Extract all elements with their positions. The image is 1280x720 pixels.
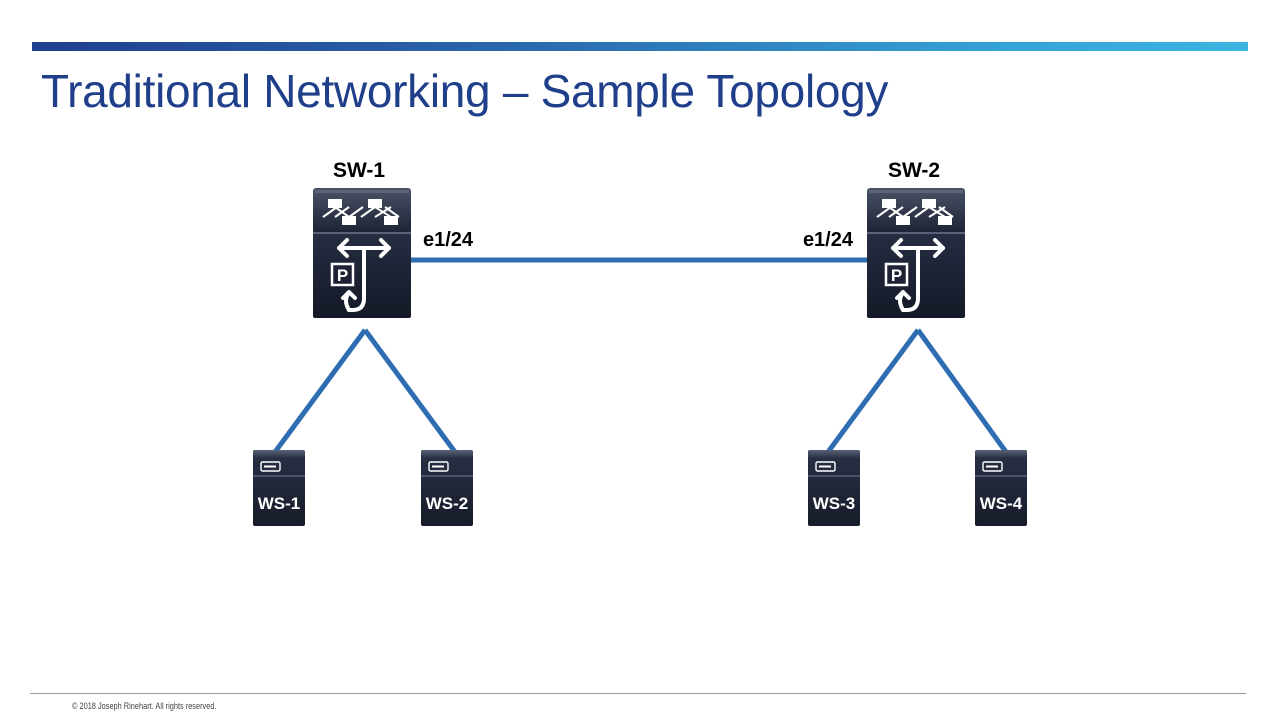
copyright-footer: © 2018 Joseph Rinehart. All rights reser…: [72, 701, 217, 711]
workstation-ws1[interactable]: WS-1: [252, 449, 306, 527]
layer3-switch-icon: [311, 186, 413, 320]
link-sw2-ws3: [825, 328, 921, 454]
switch-sw2[interactable]: SW-2 e1/24: [803, 159, 967, 320]
workstation-icon: [807, 449, 861, 527]
workstation-icon: [252, 449, 306, 527]
workstation-label-ws2: WS-2: [426, 494, 469, 513]
workstation-ws2[interactable]: WS-2: [420, 449, 474, 527]
switch-sw1[interactable]: SW-1 e1/24: [311, 159, 474, 320]
workstation-label-ws1: WS-1: [258, 494, 301, 513]
workstation-label-ws4: WS-4: [980, 494, 1023, 513]
link-sw1-ws1: [272, 328, 368, 454]
link-sw1-ws2: [362, 328, 458, 454]
workstation-icon: [420, 449, 474, 527]
switch-label-sw2: SW-2: [888, 159, 940, 182]
workstation-label-ws3: WS-3: [813, 494, 856, 513]
workstation-ws3[interactable]: WS-3: [807, 449, 861, 527]
switch-label-sw1: SW-1: [333, 159, 385, 182]
link-sw2-ws4: [915, 328, 1009, 454]
workstation-icon: [974, 449, 1028, 527]
title-accent-bar: [32, 42, 1248, 51]
footer-divider: [30, 693, 1246, 694]
port-label-sw1: e1/24: [423, 229, 474, 251]
slide-title: Traditional Networking – Sample Topology: [41, 65, 889, 117]
workstation-ws4[interactable]: WS-4: [974, 449, 1028, 527]
port-label-sw2: e1/24: [803, 229, 854, 251]
layer3-switch-icon: [865, 186, 967, 320]
